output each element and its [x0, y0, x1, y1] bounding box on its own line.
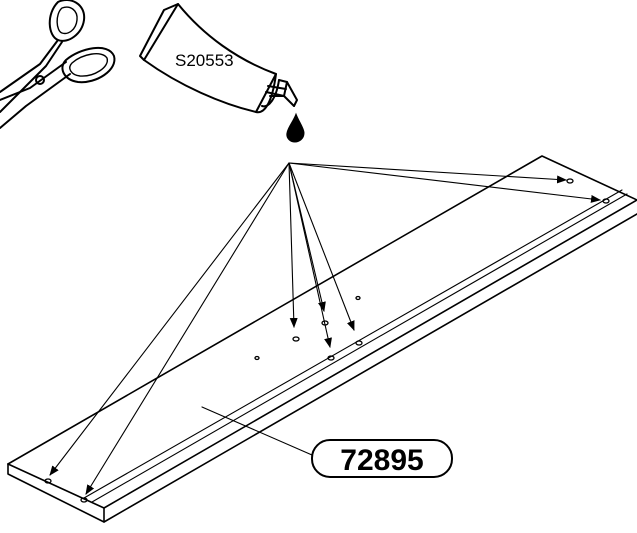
glue-arrow — [288, 162, 332, 348]
hole — [44, 478, 52, 484]
glue-arrow — [85, 162, 290, 495]
scissors-icon — [0, 0, 116, 129]
hole — [80, 497, 88, 503]
glue-arrow — [288, 162, 355, 331]
glue-arrows — [49, 162, 601, 495]
hole — [355, 340, 363, 346]
hole — [355, 295, 361, 301]
glue-arrow — [288, 162, 567, 184]
glue-tube-icon: S20553 — [139, 3, 298, 114]
glue-arrow — [288, 162, 601, 203]
callout-leader-line — [201, 406, 313, 456]
board-panel — [7, 155, 637, 523]
glue-arrow — [49, 162, 290, 476]
part-number-badge — [311, 439, 453, 478]
glue-arrow — [288, 162, 298, 328]
hole — [254, 355, 260, 361]
glue-drop-icon — [286, 112, 305, 143]
hole — [566, 178, 574, 184]
part-number: 72895 — [340, 444, 423, 477]
part-callout: 72895 — [201, 406, 453, 478]
hole — [327, 355, 335, 361]
glue-tube-label: S20553 — [175, 51, 234, 70]
hole — [602, 198, 610, 204]
hole — [292, 336, 300, 342]
